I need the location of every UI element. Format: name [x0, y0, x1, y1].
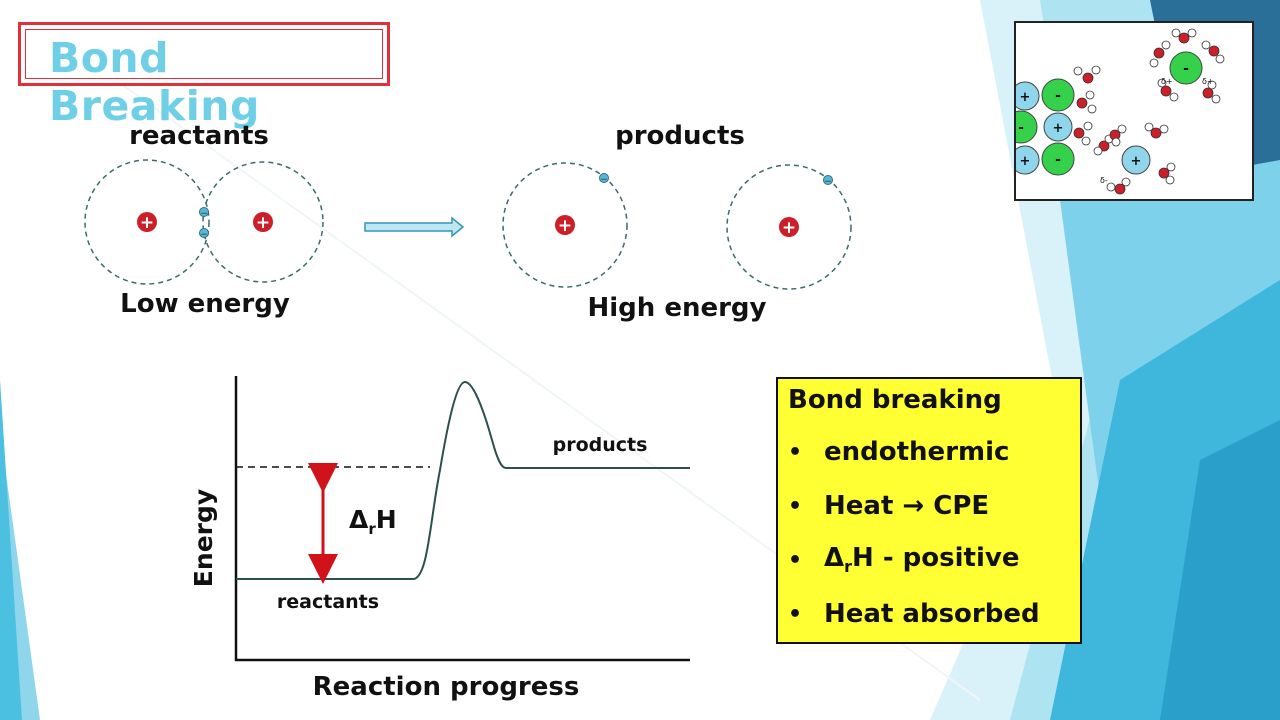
bullet-icon: • [788, 493, 803, 519]
water-molecule-icon [1149, 28, 1225, 104]
cation-icon [1043, 112, 1073, 142]
nucleus-sign: + [558, 216, 572, 236]
high-energy-label: High energy [587, 293, 766, 323]
anion-icon [1041, 142, 1075, 176]
x-axis-label: Reaction progress [313, 672, 580, 702]
reactant-atoms: + + − − [84, 159, 324, 285]
summary-item: • ΔrH - positive [788, 533, 1070, 587]
summary-item: • endothermic [788, 425, 1070, 479]
nucleus-icon [137, 212, 157, 232]
slide-title-box: Bond Breaking [18, 22, 390, 130]
summary-item-text: Heat → CPE [824, 491, 990, 521]
low-energy-label: Low energy [120, 289, 290, 319]
svg-text:+: + [1131, 154, 1142, 169]
energy-curve [236, 380, 690, 580]
water-molecule-icon [1073, 65, 1101, 146]
electron-icon [199, 207, 209, 217]
inset-illustration: + - - + + - - δ+ δ+ + [1004, 28, 1225, 195]
bullet-icon: • [788, 547, 803, 573]
summary-item-text: endothermic [824, 437, 1010, 467]
reactants-heading: reactants [129, 121, 269, 151]
nucleus-sign: + [782, 218, 796, 238]
summary-item-text: ΔrH - positive [824, 543, 1020, 577]
energy-profile-graph: ΔrH reactants products Energy Reaction p… [189, 376, 690, 702]
y-axis-label: Energy [189, 489, 218, 587]
reactant-shell-left [84, 159, 210, 285]
nucleus-sign: + [140, 213, 154, 233]
nucleus-icon [779, 217, 799, 237]
reaction-arrow [364, 216, 465, 238]
electron-sign: − [824, 177, 832, 187]
product-atoms: + − + − [502, 162, 852, 290]
electron-sign: − [200, 230, 208, 240]
summary-item-text: Heat absorbed [824, 599, 1040, 629]
summary-title: Bond breaking [788, 385, 1002, 415]
reactant-shell-right [202, 161, 324, 283]
summary-item: • Heat → CPE [788, 479, 1070, 533]
svg-text:δ-: δ- [1100, 176, 1108, 185]
svg-text:+: + [1020, 90, 1031, 105]
electron-icon [823, 175, 833, 185]
svg-text:δ+: δ+ [1202, 77, 1214, 86]
nucleus-icon [555, 215, 575, 235]
product-shell-left [502, 162, 628, 288]
svg-text:-: - [1055, 88, 1061, 104]
ionic-dissolution-inset: + - - + + - - δ+ δ+ + [1004, 21, 1254, 201]
electron-sign: − [600, 175, 608, 185]
bullet-icon: • [788, 601, 803, 627]
svg-text:+: + [1053, 121, 1064, 136]
summary-item: • Heat absorbed [788, 587, 1070, 641]
anion-icon [1169, 51, 1203, 85]
nucleus-sign: + [256, 213, 270, 233]
svg-text:+: + [1020, 154, 1031, 169]
graph-products-label: products [553, 434, 648, 456]
svg-text:-: - [1055, 152, 1061, 168]
product-shell-right [726, 164, 852, 290]
svg-text:-: - [1018, 120, 1024, 136]
delta-h-label: ΔrH [349, 505, 397, 538]
electron-icon [199, 228, 209, 238]
bullet-icon: • [788, 439, 803, 465]
slide-title: Bond Breaking [49, 34, 260, 130]
nucleus-icon [253, 212, 273, 232]
svg-text:δ+: δ+ [1161, 77, 1173, 86]
electron-sign: − [200, 209, 208, 219]
graph-reactants-label: reactants [277, 591, 379, 613]
water-molecule-icon [1093, 122, 1176, 195]
electron-icon [599, 173, 609, 183]
summary-box: Bond breaking • endothermic • Heat → CPE… [776, 377, 1082, 644]
svg-text:-: - [1183, 61, 1189, 77]
products-heading: products [615, 121, 745, 151]
anion-icon [1041, 78, 1075, 112]
cation-icon [1121, 145, 1151, 175]
